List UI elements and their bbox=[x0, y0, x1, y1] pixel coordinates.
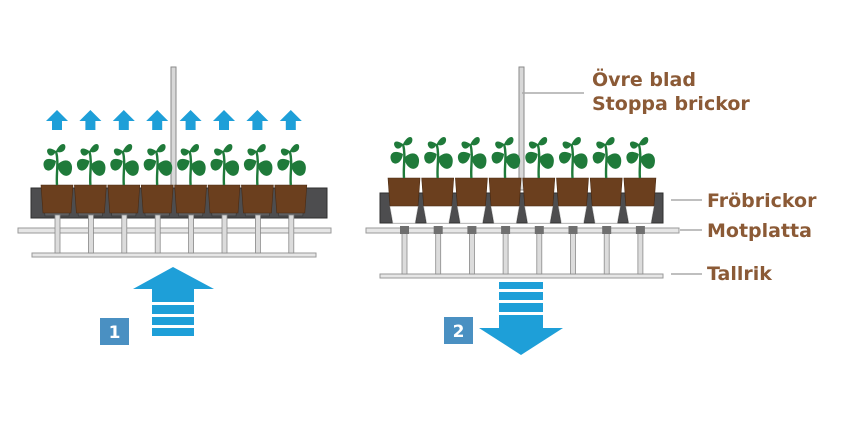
soil-plug bbox=[40, 184, 74, 214]
pin-collar bbox=[635, 226, 645, 234]
pin-collar bbox=[602, 226, 612, 234]
seedling-icon bbox=[625, 135, 657, 180]
small-up-arrow-icon bbox=[46, 110, 68, 130]
soil-plug bbox=[421, 177, 455, 207]
seedling-icon bbox=[242, 142, 274, 187]
ejector-pin bbox=[570, 227, 576, 275]
soil-plug bbox=[589, 177, 623, 207]
ejector-pin bbox=[154, 214, 161, 254]
pot-base bbox=[490, 205, 520, 224]
small-up-arrow-icon bbox=[146, 110, 169, 130]
ejector-pin bbox=[254, 214, 261, 254]
pot-base bbox=[389, 205, 419, 224]
counter-plate bbox=[17, 227, 332, 234]
small-up-arrow-icon bbox=[246, 110, 269, 130]
upper-blade-label: Övre blad bbox=[592, 67, 696, 91]
counter-plate bbox=[365, 227, 680, 234]
seedling-icon bbox=[109, 142, 141, 187]
pot-base bbox=[457, 205, 486, 224]
soil-plug bbox=[455, 177, 488, 207]
seedling-icon bbox=[175, 142, 207, 187]
pot-base bbox=[558, 205, 587, 224]
soil-plug bbox=[140, 184, 174, 214]
seedling-icon bbox=[209, 142, 241, 187]
lower-down-arrow bbox=[479, 282, 563, 355]
soil-plug bbox=[207, 184, 241, 214]
soil-plug bbox=[107, 184, 141, 214]
pin-collar bbox=[568, 226, 578, 234]
pin-collar bbox=[501, 226, 511, 234]
pin-collar bbox=[467, 226, 477, 234]
seedling-icon bbox=[142, 142, 174, 187]
pot-base bbox=[591, 205, 621, 224]
soil-plug bbox=[74, 184, 107, 214]
seedling-icon bbox=[276, 142, 308, 187]
ejector-pin bbox=[54, 214, 61, 254]
small-up-arrow-icon bbox=[112, 110, 135, 130]
ejector-pin bbox=[188, 214, 195, 254]
seedling-icon bbox=[75, 142, 107, 187]
ejector-pin bbox=[401, 227, 408, 275]
pot-base bbox=[423, 205, 453, 224]
pin-collar bbox=[534, 226, 544, 234]
soil-plug bbox=[488, 177, 522, 207]
seedling-icon bbox=[524, 135, 556, 180]
ejector-pin bbox=[637, 227, 644, 275]
stop-blade bbox=[518, 66, 525, 191]
panel-1 bbox=[17, 66, 332, 258]
plate bbox=[379, 273, 664, 279]
ejector-pin bbox=[468, 227, 475, 275]
ejector-pin bbox=[536, 227, 543, 275]
soil-plug bbox=[556, 177, 589, 207]
pot-base bbox=[524, 205, 554, 224]
ejector-pin bbox=[88, 214, 94, 254]
small-up-arrow-icon bbox=[279, 110, 302, 130]
stop-blade bbox=[170, 66, 177, 195]
lift-up-arrow bbox=[133, 267, 214, 336]
seedling-icon bbox=[389, 135, 421, 180]
soil-plug bbox=[623, 177, 657, 207]
soil-plug bbox=[274, 184, 308, 214]
pin-collar bbox=[400, 226, 409, 234]
seedling-icon bbox=[591, 135, 623, 180]
ejector-pin bbox=[288, 214, 295, 254]
step-1-number: 1 bbox=[109, 323, 121, 343]
seedling-icon bbox=[456, 135, 488, 180]
step-1-badge: 1 bbox=[100, 318, 129, 345]
panel-2 bbox=[365, 66, 680, 279]
seed-trays-label: Fröbrickor bbox=[707, 190, 817, 212]
small-up-arrow-icon bbox=[213, 110, 235, 130]
step-2-number: 2 bbox=[453, 322, 465, 342]
seedling-icon bbox=[490, 135, 522, 180]
stop-trays-label: Stoppa brickor bbox=[592, 93, 750, 115]
pot-base bbox=[625, 205, 655, 224]
seedling-icon bbox=[42, 142, 74, 187]
plate-label: Tallrik bbox=[707, 263, 772, 285]
plate bbox=[31, 252, 317, 258]
soil-plug bbox=[387, 177, 421, 207]
ejector-pin bbox=[502, 227, 509, 275]
soil-plug bbox=[522, 177, 556, 207]
ejector-pin bbox=[121, 214, 128, 254]
seedling-icon bbox=[557, 135, 589, 180]
pin-collar bbox=[433, 226, 443, 234]
small-up-arrow-icon bbox=[179, 110, 202, 130]
counter-plate-label: Motplatta bbox=[707, 220, 812, 242]
soil-plug bbox=[241, 184, 274, 214]
soil-plug bbox=[174, 184, 207, 214]
ejector-pin bbox=[221, 214, 228, 254]
seedling-icon bbox=[422, 135, 454, 180]
ejector-pin bbox=[603, 227, 610, 275]
step-2-badge: 2 bbox=[444, 317, 473, 344]
small-up-arrow-icon bbox=[79, 110, 102, 130]
ejector-pin bbox=[435, 227, 442, 275]
